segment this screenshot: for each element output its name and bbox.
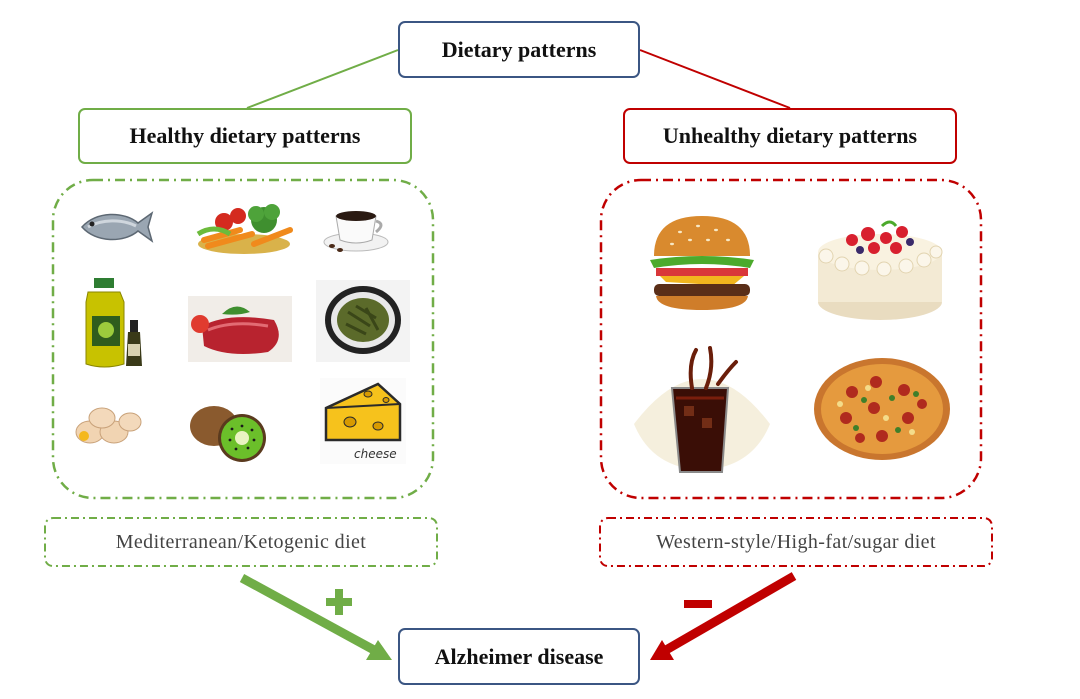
burger-icon	[650, 216, 754, 310]
healthy-foods-frame	[51, 178, 435, 500]
healthy-diet-label: Mediterranean/Ketogenic diet	[115, 530, 367, 553]
unhealthy-diet-frame	[599, 517, 993, 567]
olive-oil-icon	[85, 278, 142, 368]
root-to-healthy-line	[246, 49, 399, 109]
cheese-caption: cheese	[354, 447, 397, 461]
coffee-icon	[323, 211, 389, 252]
unhealthy-foods-frame	[599, 178, 983, 500]
unhealthy-arrow	[650, 572, 797, 660]
fish-icon	[81, 211, 154, 243]
unhealthy-patterns-node: Unhealthy dietary patterns	[623, 108, 957, 164]
kiwi-icon	[190, 406, 266, 462]
plus-icon	[326, 589, 352, 615]
minus-icon	[684, 600, 712, 608]
unhealthy-diet-label: Western-style/High-fat/sugar diet	[656, 530, 936, 553]
cola-icon	[634, 346, 770, 473]
alzheimer-disease-node: Alzheimer disease	[398, 628, 640, 685]
vegetables-icon	[196, 204, 293, 254]
eggs-icon	[75, 407, 142, 444]
root-to-unhealthy-line	[639, 49, 791, 109]
dietary-patterns-node: Dietary patterns	[398, 21, 640, 78]
healthy-diet-frame	[44, 517, 438, 567]
healthy-patterns-node: Healthy dietary patterns	[78, 108, 412, 164]
cheese-icon: cheese	[320, 378, 406, 464]
healthy-arrow	[239, 574, 392, 660]
pizza-icon	[814, 358, 950, 460]
meat-icon	[188, 296, 292, 362]
cake-icon	[818, 220, 943, 320]
tea-icon	[316, 280, 410, 362]
